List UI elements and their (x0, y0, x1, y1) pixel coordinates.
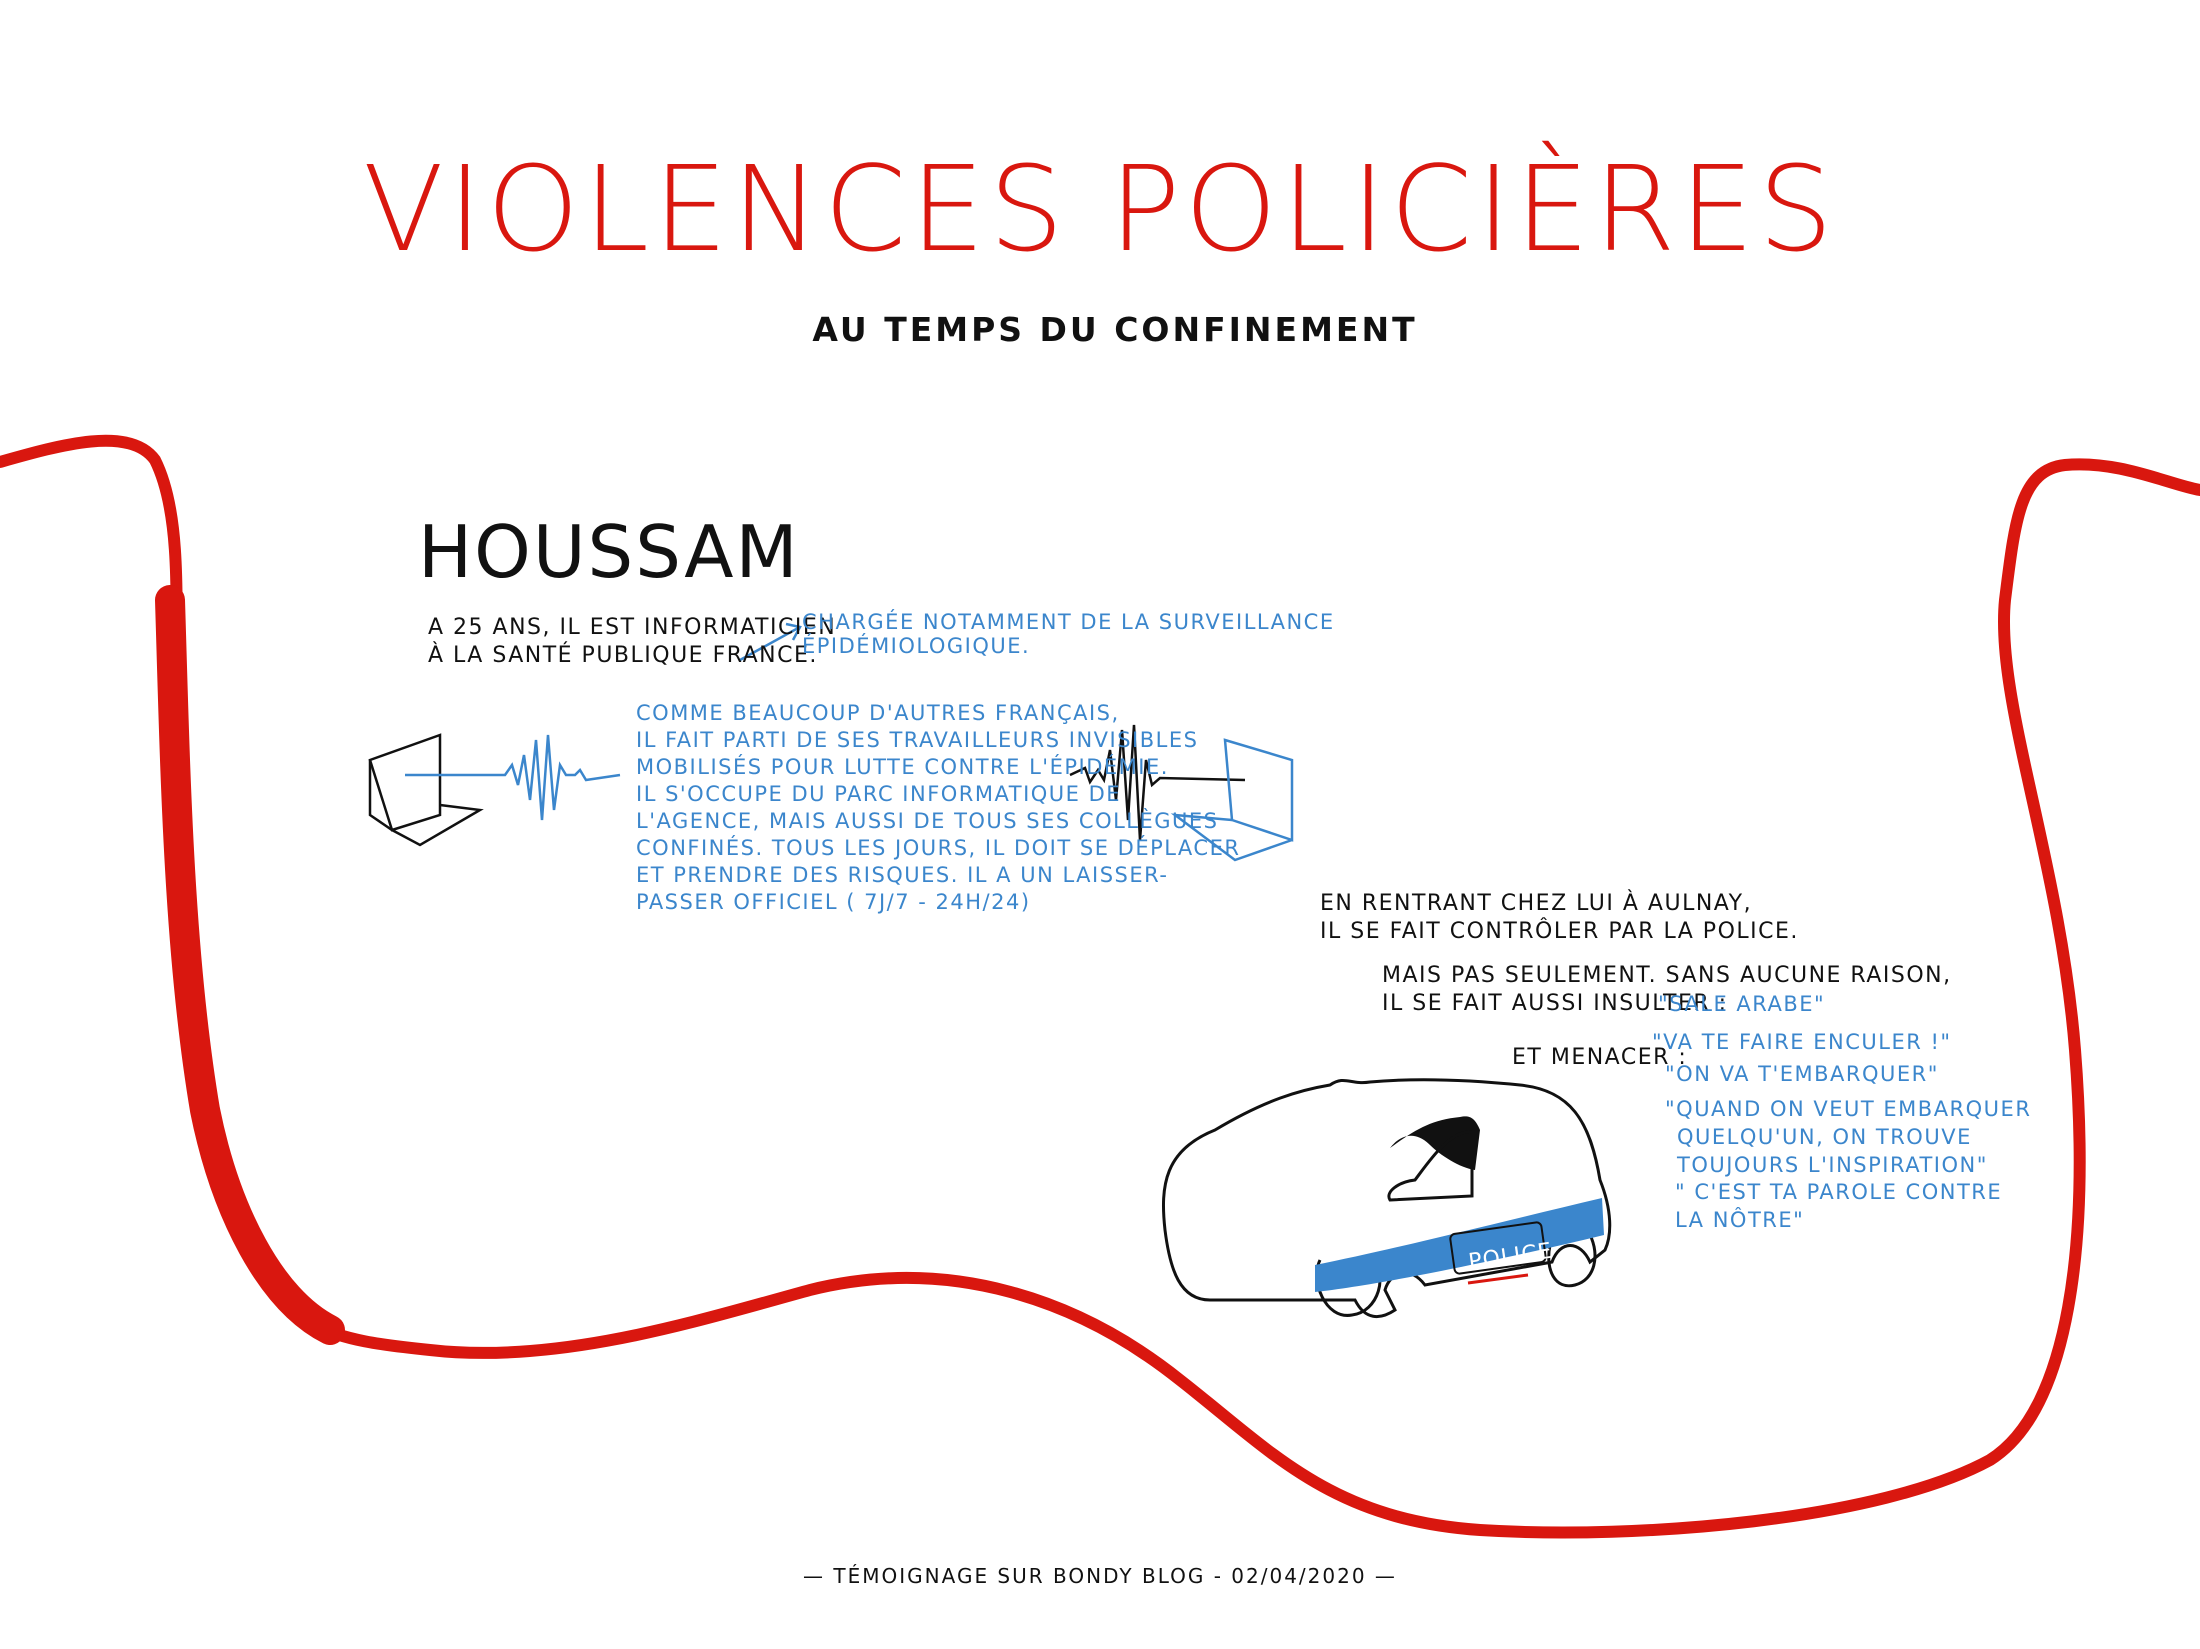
quote-line: "QUAND ON VEUT EMBARQUER (1665, 1097, 2032, 1121)
story-line: L'AGENCE, MAIS AUSSI DE TOUS SES COLLÈGU… (636, 809, 1219, 833)
quote-5: " C'EST TA PAROLE CONTRE LA NÔTRE" (1675, 1178, 2002, 1234)
quote-1: "SALE ARABE" (1658, 992, 1826, 1016)
incident-line: IL SE FAIT CONTRÔLER PAR LA POLICE. (1320, 919, 1799, 944)
threat-label: ET MENACER : (1512, 1045, 1688, 1070)
quote-3: "ON VA T'EMBARQUER" (1665, 1062, 1939, 1086)
insults-intro: MAIS PAS SEULEMENT. SANS AUCUNE RAISON, … (1382, 962, 1952, 1018)
person-name: HOUSSAM (418, 510, 800, 594)
story-line: ET PRENDRE DES RISQUES. IL A UN LAISSER- (636, 863, 1169, 887)
story-line: IL S'OCCUPE DU PARC INFORMATIQUE DE (636, 782, 1122, 806)
quote-line: QUELQU'UN, ON TROUVE (1677, 1125, 1972, 1149)
insults-line: MAIS PAS SEULEMENT. SANS AUCUNE RAISON, (1382, 963, 1952, 988)
quote-2: "VA TE FAIRE ENCULER !" (1652, 1030, 1952, 1054)
story-line: IL FAIT PARTI DE SES TRAVAILLEURS INVISI… (636, 728, 1199, 752)
quote-4: "QUAND ON VEUT EMBARQUER QUELQU'UN, ON T… (1665, 1095, 2031, 1179)
note-line: ÉPIDÉMIOLOGIQUE. (802, 634, 1031, 658)
red-border-thick (155, 585, 345, 1345)
signal-wave-left (405, 734, 621, 821)
laptop-icon (1170, 738, 1294, 862)
intro-line: À LA SANTÉ PUBLIQUE FRANCE. (428, 643, 818, 668)
insults-line: IL SE FAIT AUSSI INSULTER : (1382, 991, 1728, 1016)
signal-wave-right (1069, 724, 1246, 841)
quote-line: " C'EST TA PAROLE CONTRE (1675, 1180, 2003, 1204)
annotation-note: CHARGÉE NOTAMMENT DE LA SURVEILLANCE ÉPI… (802, 610, 1335, 658)
page-subtitle: AU TEMPS DU CONFINEMENT (812, 310, 1418, 349)
arrow-icon (739, 625, 801, 662)
incident-text: EN RENTRANT CHEZ LUI À AULNAY, IL SE FAI… (1320, 890, 1799, 946)
intro-line: A 25 ANS, IL EST INFORMATICIEN (428, 615, 837, 640)
quote-line: TOUJOURS L'INSPIRATION" (1677, 1153, 1988, 1177)
footer-credit: — TÉMOIGNAGE SUR BONDY BLOG - 02/04/2020… (803, 1564, 1397, 1588)
intro-text: A 25 ANS, IL EST INFORMATICIEN À LA SANT… (428, 614, 836, 670)
page-title: VIOLENCES POLICIÈRES (362, 140, 1838, 278)
laptop-icon (368, 733, 484, 847)
story-line: MOBILISÉS POUR LUTTE CONTRE L'ÉPIDÉMIE. (636, 755, 1169, 779)
story-line: COMME BEAUCOUP D'AUTRES FRANÇAIS, (636, 701, 1120, 725)
police-car-illustration: POLICE (1161, 1078, 1612, 1319)
story-line: CONFINÉS. TOUS LES JOURS, IL DOIT SE DÉP… (636, 836, 1241, 860)
incident-line: EN RENTRANT CHEZ LUI À AULNAY, (1320, 891, 1753, 916)
note-line: CHARGÉE NOTAMMENT DE LA SURVEILLANCE (802, 610, 1335, 634)
quote-line: LA NÔTRE" (1675, 1208, 1805, 1232)
story-line: PASSER OFFICIEL ( 7j/7 - 24h/24) (636, 890, 1031, 914)
story-text: COMME BEAUCOUP D'AUTRES FRANÇAIS, IL FAI… (636, 700, 1240, 916)
